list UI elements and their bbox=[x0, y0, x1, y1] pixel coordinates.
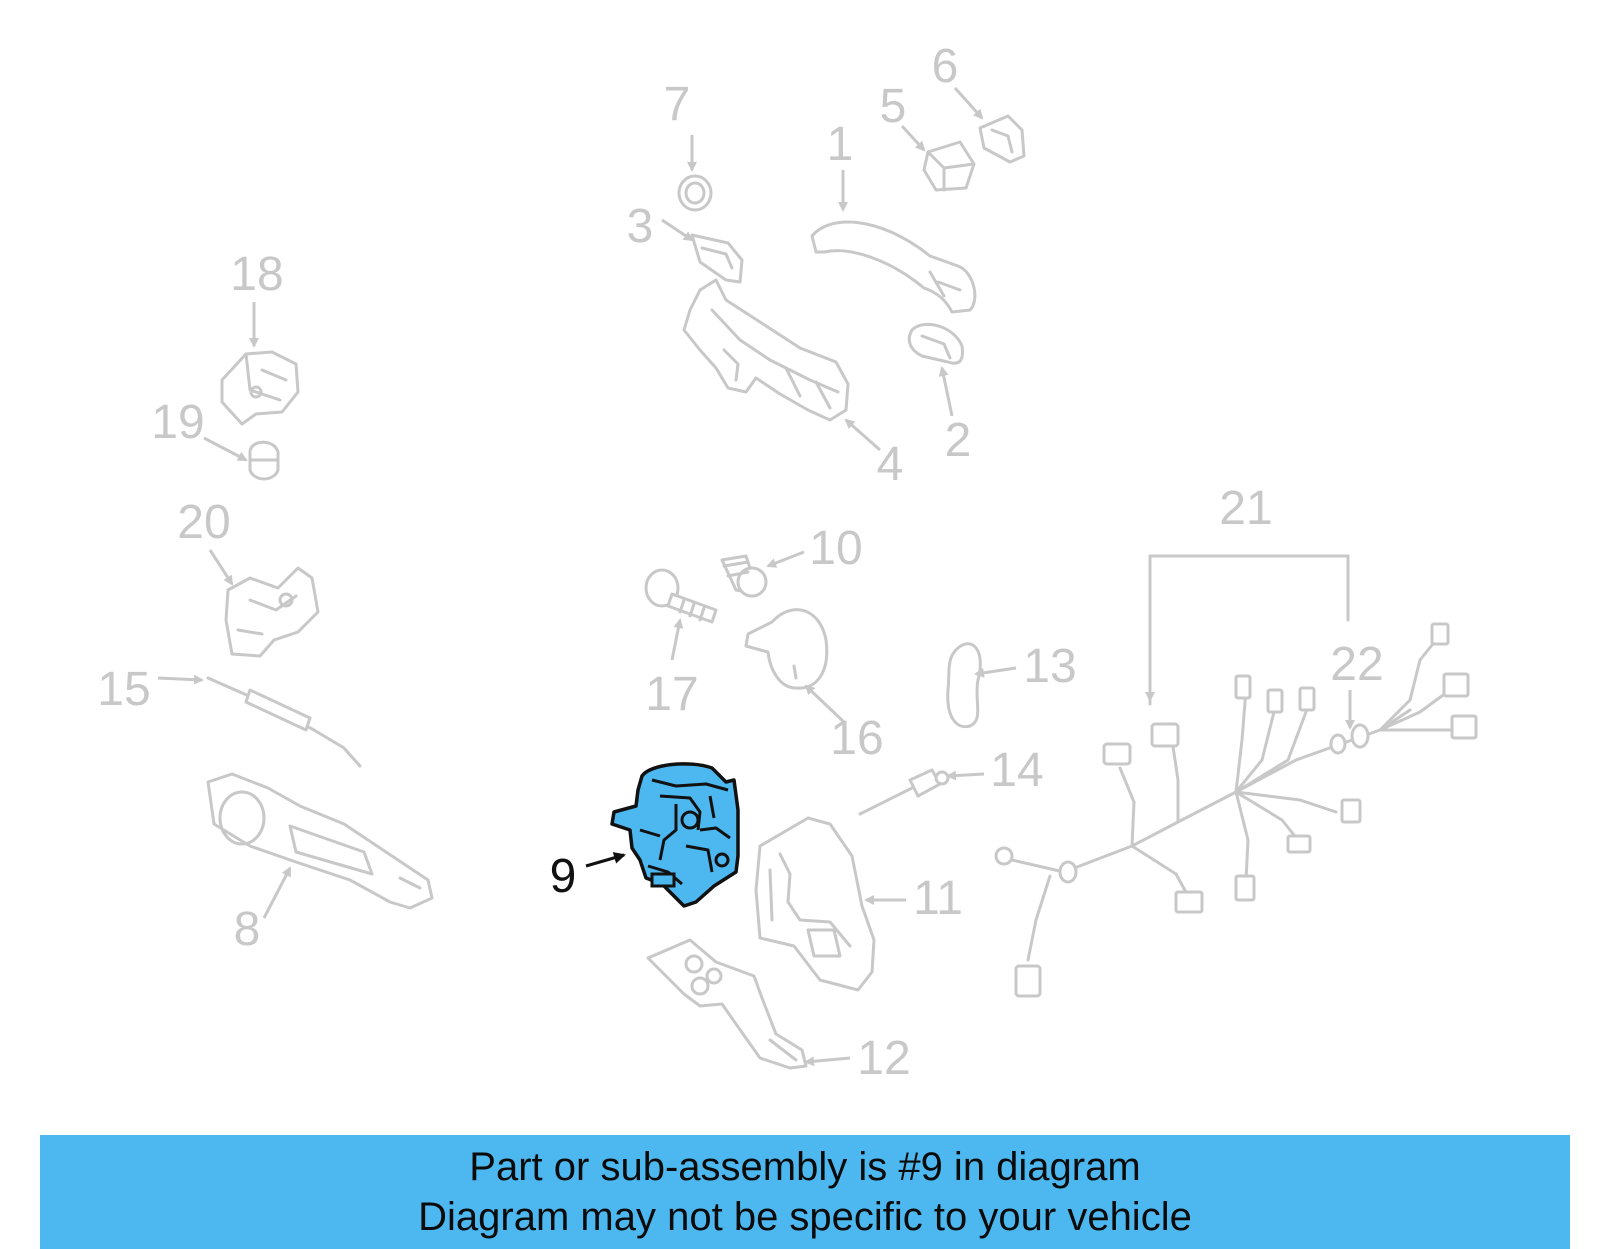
part-12-plate bbox=[646, 938, 808, 1070]
leader-15 bbox=[157, 674, 204, 685]
part-21-wiring-harness bbox=[994, 554, 1478, 998]
callout-22: 22 bbox=[1330, 638, 1383, 691]
leader-20 bbox=[208, 549, 234, 586]
leader-3 bbox=[661, 218, 694, 242]
info-banner: Part or sub-assembly is #9 in diagram Di… bbox=[40, 1135, 1570, 1249]
part-8-inner-handle bbox=[206, 772, 434, 910]
leader-16 bbox=[804, 684, 846, 724]
part-14-cable-end bbox=[858, 768, 950, 816]
leader-13 bbox=[974, 666, 1017, 678]
leader-14 bbox=[946, 770, 985, 781]
leader-8 bbox=[262, 866, 292, 919]
part-20-bracket bbox=[224, 566, 320, 658]
callout-10: 10 bbox=[809, 522, 862, 575]
part-9-door-lock-actuator[interactable] bbox=[610, 762, 740, 908]
part-18-hinge bbox=[220, 350, 300, 426]
part-11-lock-cover bbox=[754, 816, 876, 992]
callout-20: 20 bbox=[177, 496, 230, 549]
leader-10 bbox=[766, 550, 805, 568]
callout-9: 9 bbox=[550, 850, 577, 903]
leader-19 bbox=[203, 436, 248, 462]
callout-13: 13 bbox=[1023, 640, 1076, 693]
parts-diagram: 7 3 1 5 6 2 4 bbox=[97, 40, 1478, 1085]
leader-12 bbox=[804, 1056, 851, 1067]
part-15-rod bbox=[206, 676, 362, 768]
callout-17: 17 bbox=[645, 668, 698, 721]
callout-8: 8 bbox=[234, 903, 261, 956]
banner-line-1: Part or sub-assembly is #9 in diagram bbox=[469, 1145, 1141, 1189]
leader-17 bbox=[670, 618, 684, 661]
part-22-grommet bbox=[1329, 723, 1370, 755]
part-5-cap bbox=[922, 140, 976, 192]
callout-5: 5 bbox=[880, 80, 907, 133]
callout-6: 6 bbox=[932, 40, 959, 93]
banner-line-2: Diagram may not be specific to your vehi… bbox=[418, 1195, 1192, 1239]
part-7-plug bbox=[677, 174, 713, 212]
callout-3: 3 bbox=[627, 200, 654, 253]
leader-2 bbox=[938, 366, 954, 417]
part-6-cover bbox=[978, 114, 1026, 164]
callout-16: 16 bbox=[830, 712, 883, 765]
callout-11: 11 bbox=[913, 872, 963, 925]
leader-4 bbox=[844, 418, 881, 452]
part-16-cover-plate bbox=[744, 608, 829, 690]
part-19-bolt bbox=[248, 440, 280, 481]
part-1-outer-handle bbox=[810, 220, 977, 314]
callout-18: 18 bbox=[230, 248, 283, 301]
callout-19: 19 bbox=[151, 396, 204, 449]
leader-6 bbox=[953, 86, 984, 120]
part-13-seal bbox=[946, 642, 982, 729]
callout-21: 21 bbox=[1219, 482, 1272, 535]
part-3-gasket bbox=[690, 233, 744, 284]
part-2-gasket bbox=[907, 322, 964, 365]
callout-4: 4 bbox=[877, 438, 904, 491]
callout-14: 14 bbox=[990, 744, 1043, 797]
part-4-handle-carrier bbox=[682, 278, 850, 422]
leader-9 bbox=[585, 852, 626, 868]
part-17-bolt bbox=[644, 568, 718, 624]
callout-7: 7 bbox=[664, 78, 691, 131]
callout-2: 2 bbox=[945, 414, 972, 467]
callout-15: 15 bbox=[97, 663, 150, 716]
callout-1: 1 bbox=[827, 118, 854, 171]
callout-12: 12 bbox=[857, 1032, 910, 1085]
part-10-screw bbox=[720, 554, 768, 598]
leader-5 bbox=[900, 124, 926, 152]
